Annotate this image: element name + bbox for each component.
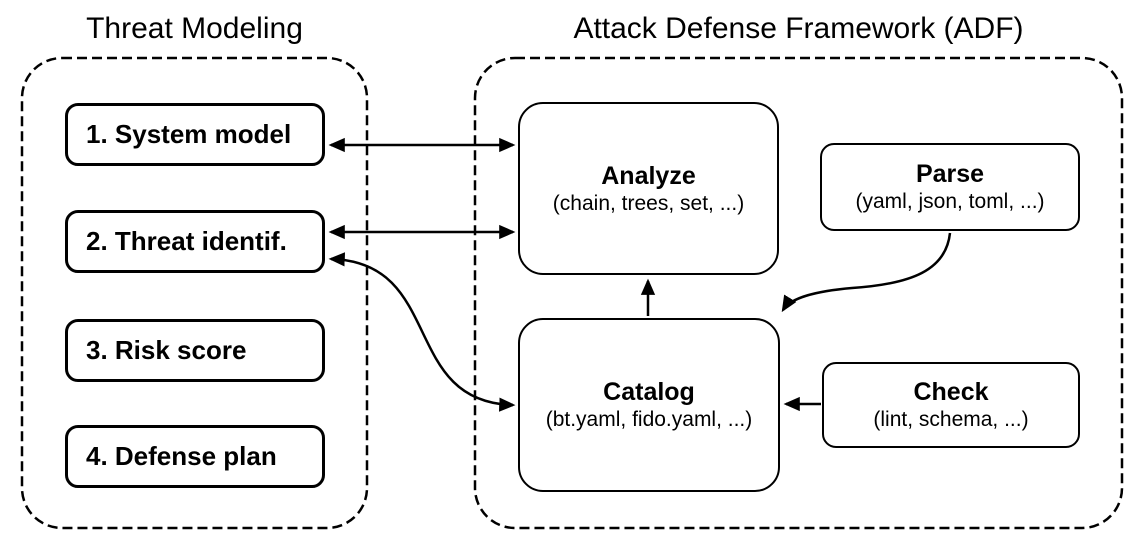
node-threat-identif: 2. Threat identif. — [65, 210, 325, 273]
node-subtitle: (chain, trees, set, ...) — [552, 191, 745, 215]
node-subtitle: (lint, schema, ...) — [873, 408, 1029, 431]
node-check: Check (lint, schema, ...) — [822, 362, 1080, 448]
node-label: 3. Risk score — [86, 335, 247, 365]
node-title: Parse — [915, 160, 985, 188]
node-catalog: Catalog (bt.yaml, fido.yaml, ...) — [518, 318, 780, 492]
node-title: Analyze — [601, 161, 696, 190]
node-subtitle: (yaml, json, toml, ...) — [855, 190, 1045, 213]
node-subtitle: (bt.yaml, fido.yaml, ...) — [545, 408, 753, 431]
node-title: Check — [913, 378, 989, 406]
node-title: Catalog — [603, 378, 695, 406]
node-risk-score: 3. Risk score — [65, 319, 325, 382]
node-analyze: Analyze (chain, trees, set, ...) — [518, 102, 779, 275]
edge-parse-catalog — [781, 232, 952, 313]
adf-title: Attack Defense Framework (ADF) — [573, 12, 1024, 45]
node-label: 4. Defense plan — [86, 441, 277, 471]
node-label: 1. System model — [86, 119, 292, 149]
threat-modeling-title: Threat Modeling — [86, 12, 303, 45]
node-parse: Parse (yaml, json, toml, ...) — [820, 143, 1080, 231]
node-system-model: 1. System model — [65, 103, 325, 166]
edge-threat-identif-catalog — [328, 252, 516, 412]
node-defense-plan: 4. Defense plan — [65, 425, 325, 488]
node-label: 2. Threat identif. — [86, 226, 287, 256]
